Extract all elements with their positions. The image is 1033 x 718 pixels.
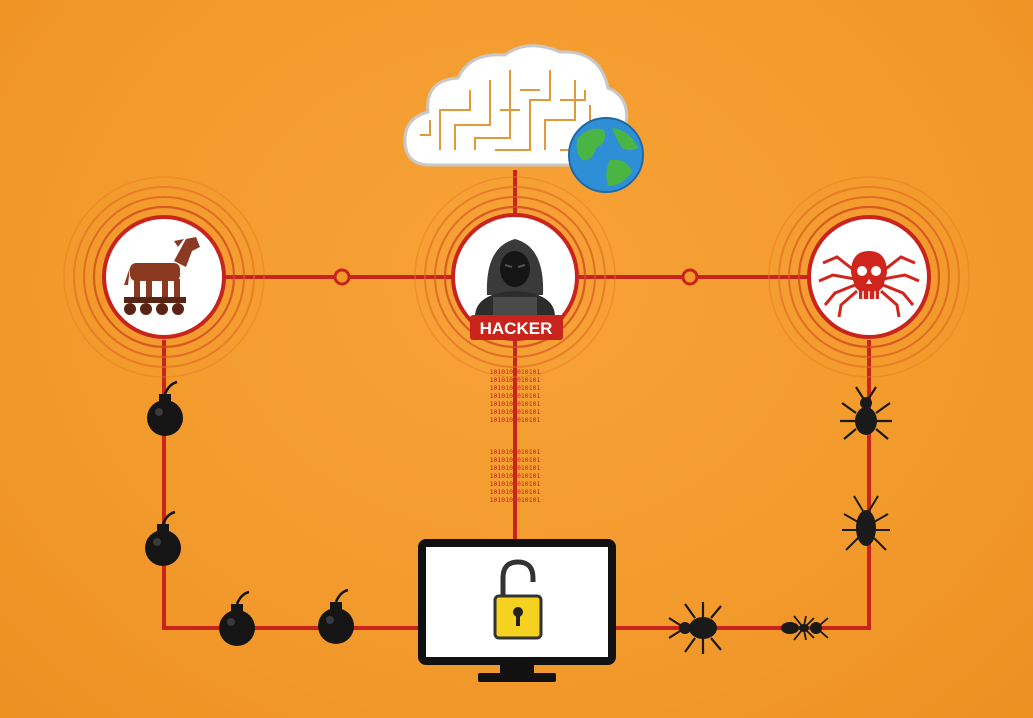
globe-icon <box>568 117 644 193</box>
bug-icon <box>841 495 891 551</box>
hacker-icon <box>475 239 555 317</box>
binary-line: 1010101010101 <box>490 472 541 480</box>
bomb-icon <box>316 588 356 646</box>
binary-line: 1010101010101 <box>490 384 541 392</box>
binary-line: 1010101010101 <box>490 400 541 408</box>
binary-line: 1010101010101 <box>490 376 541 384</box>
line-junction-left <box>333 268 351 286</box>
bug-icon <box>838 385 894 441</box>
bug-icon <box>780 615 829 641</box>
line-junction-right <box>681 268 699 286</box>
padlock-icon <box>493 559 543 640</box>
bomb-icon <box>217 590 257 648</box>
binary-line: 1010101010101 <box>490 392 541 400</box>
binary-line: 1010101010101 <box>490 480 541 488</box>
binary-line: 1010101010101 <box>490 416 541 424</box>
binary-line: 1010101010101 <box>490 408 541 416</box>
hacker-badge: HACKER <box>470 315 563 340</box>
virus-skull-icon <box>818 251 920 318</box>
binary-line: 1010101010101 <box>490 456 541 464</box>
binary-line: 1010101010101 <box>490 488 541 496</box>
hacker-badge-text: HACKER <box>480 319 553 338</box>
binary-line: 1010101010101 <box>490 448 541 456</box>
binary-line: 1010101010101 <box>490 368 541 376</box>
binary-line: 1010101010101 <box>490 464 541 472</box>
binary-data-stream: 1010101010101 1010101010101 101010101010… <box>490 368 541 504</box>
trojan-horse-icon <box>124 237 200 315</box>
binary-line: 1010101010101 <box>490 496 541 504</box>
